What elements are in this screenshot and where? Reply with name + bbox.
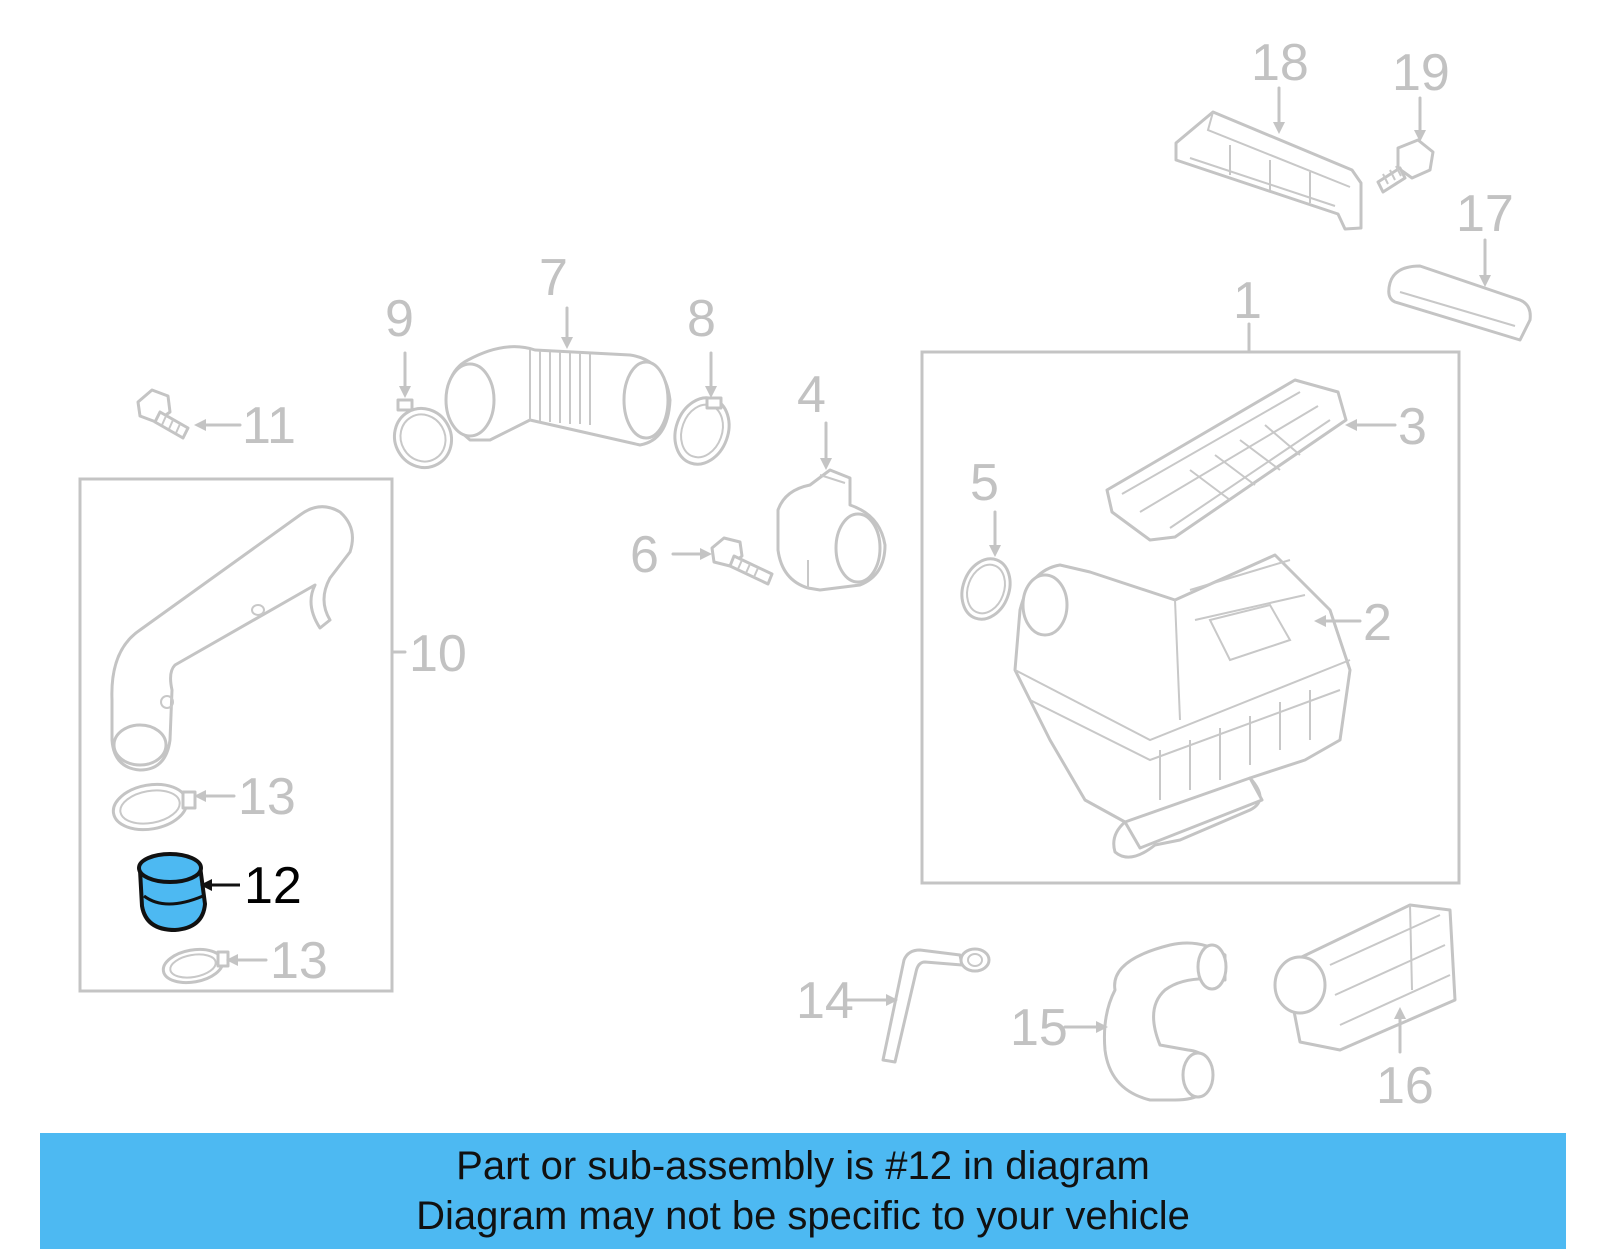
callout-13-lower: 13	[270, 932, 328, 990]
callout-5: 5	[970, 454, 999, 512]
arrowhead-13b	[226, 954, 238, 966]
callout-1: 1	[1233, 272, 1262, 330]
part-13-clamp-upper[interactable]	[110, 779, 197, 835]
callout-2: 2	[1363, 594, 1392, 652]
callout-14: 14	[796, 972, 854, 1030]
callout-12: 12	[244, 857, 302, 915]
arrowhead-6	[700, 548, 712, 560]
arrowhead-13a	[194, 790, 206, 802]
part-16-resonator[interactable]	[1273, 903, 1457, 1052]
arrowhead-7	[561, 337, 573, 349]
part-6-bolt[interactable]	[710, 536, 774, 586]
banner-line-1: Part or sub-assembly is #12 in diagram	[456, 1144, 1150, 1188]
arrowhead-3	[1345, 419, 1357, 431]
callout-4: 4	[797, 366, 826, 424]
callout-11: 11	[242, 397, 296, 455]
part-9-clamp[interactable]	[384, 398, 462, 478]
arrowhead-17	[1479, 275, 1491, 287]
callout-7: 7	[539, 249, 568, 307]
arrowhead-9	[399, 386, 411, 398]
arrowhead-18	[1273, 122, 1285, 134]
part-10-pipe[interactable]	[110, 505, 354, 772]
arrowhead-12	[200, 879, 212, 891]
part-5-seal[interactable]	[954, 552, 1018, 626]
part-4-maf-sensor[interactable]	[776, 468, 887, 592]
callout-8: 8	[687, 290, 716, 348]
callout-16: 16	[1376, 1057, 1434, 1115]
part-3-filter-lid[interactable]	[1105, 378, 1348, 542]
group-box-10	[78, 477, 394, 993]
arrowhead-14	[886, 994, 898, 1006]
part-8-clamp[interactable]	[666, 390, 738, 472]
callout-15: 15	[1010, 999, 1068, 1057]
part-18-cover[interactable]	[1174, 110, 1363, 231]
arrowhead-8	[705, 386, 717, 398]
callout-18: 18	[1251, 34, 1309, 92]
callout-6: 6	[630, 526, 659, 584]
part-11-bolt[interactable]	[136, 388, 190, 440]
arrowhead-2	[1314, 615, 1326, 627]
part-12-coupler[interactable]	[137, 852, 207, 932]
part-17-cap[interactable]	[1387, 264, 1532, 342]
arrowhead-4	[820, 458, 832, 470]
callout-19: 19	[1392, 44, 1450, 102]
arrowhead-15	[1096, 1021, 1108, 1033]
arrowhead-16	[1394, 1007, 1406, 1019]
callout-13-upper: 13	[238, 768, 296, 826]
part-13-clamp-lower[interactable]	[161, 945, 230, 987]
callout-9: 9	[385, 290, 414, 348]
part-15-elbow-duct[interactable]	[1103, 941, 1228, 1102]
arrowhead-11	[194, 419, 206, 431]
part-19-bolt[interactable]	[1376, 138, 1435, 194]
arrowhead-5	[989, 545, 1001, 557]
banner-line-2: Diagram may not be specific to your vehi…	[416, 1194, 1190, 1238]
callout-10: 10	[409, 625, 467, 683]
callout-3: 3	[1398, 398, 1427, 456]
group-box-1	[920, 350, 1461, 885]
arrowhead-19	[1414, 130, 1426, 142]
part-14-hose[interactable]	[881, 947, 991, 1064]
part-7-intake-tube[interactable]	[444, 345, 672, 447]
info-banner: Part or sub-assembly is #12 in diagram D…	[40, 1133, 1566, 1249]
callout-17: 17	[1456, 185, 1514, 243]
part-2-air-box[interactable]	[1013, 553, 1352, 859]
